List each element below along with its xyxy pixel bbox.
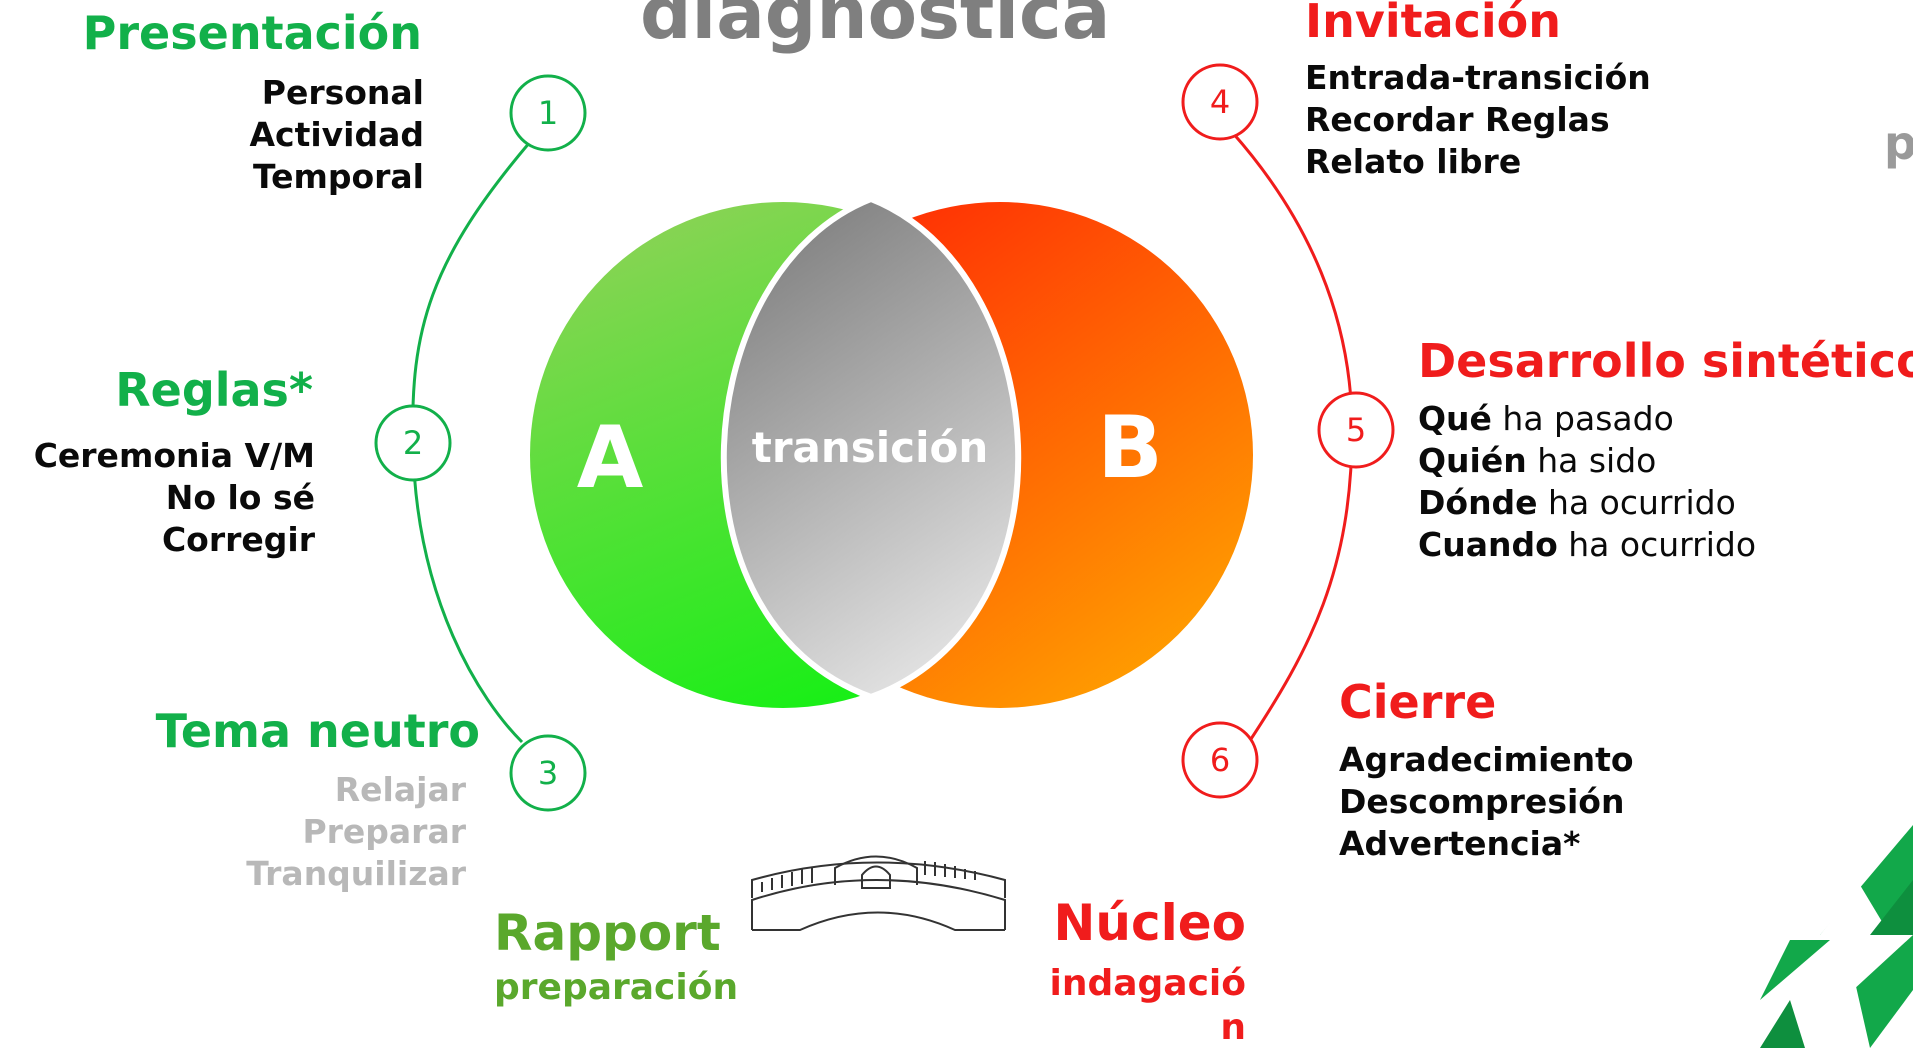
- step-marker-6: [1181, 721, 1259, 799]
- venn-label-b: B: [1097, 398, 1163, 498]
- step-1-item: Personal: [261, 73, 424, 112]
- step-4-item: Entrada-transición: [1305, 58, 1651, 97]
- step-marker-5: [1317, 391, 1395, 469]
- step-6-items: Agradecimiento Descompresión Advertencia…: [1339, 739, 1634, 865]
- venn-intersection: [720, 195, 1022, 701]
- step-number-6: 6: [1209, 741, 1231, 779]
- step-5-title: Desarrollo sintético: [1418, 334, 1913, 388]
- step-4-item: Recordar Reglas: [1305, 100, 1610, 139]
- step-number-4: 4: [1209, 83, 1231, 121]
- step-4-title: Invitación: [1305, 0, 1562, 48]
- step-number-2: 2: [402, 424, 424, 462]
- step-2-item: Ceremonia V/M: [33, 436, 315, 475]
- nucleo-title: Núcleo: [1053, 894, 1246, 952]
- step-2-item: No lo sé: [165, 478, 315, 517]
- rapport-subtitle: preparación: [494, 967, 739, 1008]
- step-3-item: Tranquilizar: [246, 854, 466, 893]
- step-marker-3: [509, 734, 587, 812]
- step-number-1: 1: [537, 94, 559, 132]
- venn-label-transition: transición: [751, 423, 989, 472]
- step-5-item: Quién ha sido: [1418, 440, 1756, 482]
- step-5-item-key: Dónde: [1418, 483, 1538, 522]
- step-1-item: Actividad: [249, 115, 424, 154]
- step-3-item: Relajar: [334, 770, 466, 809]
- rapport-title: Rapport: [494, 904, 721, 962]
- step-marker-2: [374, 404, 452, 482]
- step-3-title: Tema neutro: [155, 704, 480, 758]
- step-1-items: Personal Actividad Temporal: [249, 72, 424, 198]
- page-title: diagnostica: [640, 0, 1111, 55]
- step-marker-4: [1181, 63, 1259, 141]
- venn-diagram: [530, 195, 1253, 708]
- step-6-item: Agradecimiento: [1339, 740, 1634, 779]
- step-3-item: Preparar: [302, 812, 466, 851]
- step-6-item: Descompresión: [1339, 782, 1625, 821]
- step-6-item: Advertencia*: [1339, 824, 1581, 863]
- step-5-item: Dónde ha ocurrido: [1418, 482, 1756, 524]
- step-5-item-key: Qué: [1418, 399, 1492, 438]
- bridge-illustration: [751, 855, 1006, 931]
- step-5-item-key: Quién: [1418, 441, 1527, 480]
- corner-triangle-pattern: [1760, 825, 1913, 1048]
- step-1-item: Temporal: [252, 157, 424, 196]
- step-5-item-rest: ha ocurrido: [1557, 525, 1757, 564]
- step-1-title: Presentación: [82, 6, 422, 60]
- right-edge-fragment: p: [1884, 116, 1913, 170]
- step-5-item-key: Cuando: [1418, 525, 1558, 564]
- step-2-item: Corregir: [161, 520, 315, 559]
- step-5-item: Cuando ha ocurrido: [1418, 524, 1756, 566]
- nucleo-subtitle-line-2: n: [1220, 1007, 1246, 1048]
- step-4-items: Entrada-transición Recordar Reglas Relat…: [1305, 57, 1651, 183]
- step-number-5: 5: [1345, 411, 1367, 449]
- step-5-item: Qué ha pasado: [1418, 398, 1756, 440]
- step-5-item-rest: ha sido: [1526, 441, 1657, 480]
- nucleo-subtitle: indagació n: [1049, 962, 1246, 1050]
- step-5-item-rest: ha ocurrido: [1537, 483, 1736, 522]
- step-3-items: Relajar Preparar Tranquilizar: [246, 769, 466, 895]
- venn-label-a: A: [576, 408, 644, 508]
- step-5-items: Qué ha pasado Quién ha sido Dónde ha ocu…: [1418, 398, 1756, 566]
- step-4-item: Relato libre: [1305, 142, 1522, 181]
- step-6-title: Cierre: [1339, 675, 1497, 729]
- step-2-title: Reglas*: [115, 363, 313, 417]
- step-5-item-rest: ha pasado: [1491, 399, 1674, 438]
- step-marker-1: [509, 74, 587, 152]
- step-2-items: Ceremonia V/M No lo sé Corregir: [34, 435, 315, 561]
- step-number-3: 3: [537, 754, 559, 792]
- nucleo-subtitle-line-1: indagació: [1049, 963, 1246, 1004]
